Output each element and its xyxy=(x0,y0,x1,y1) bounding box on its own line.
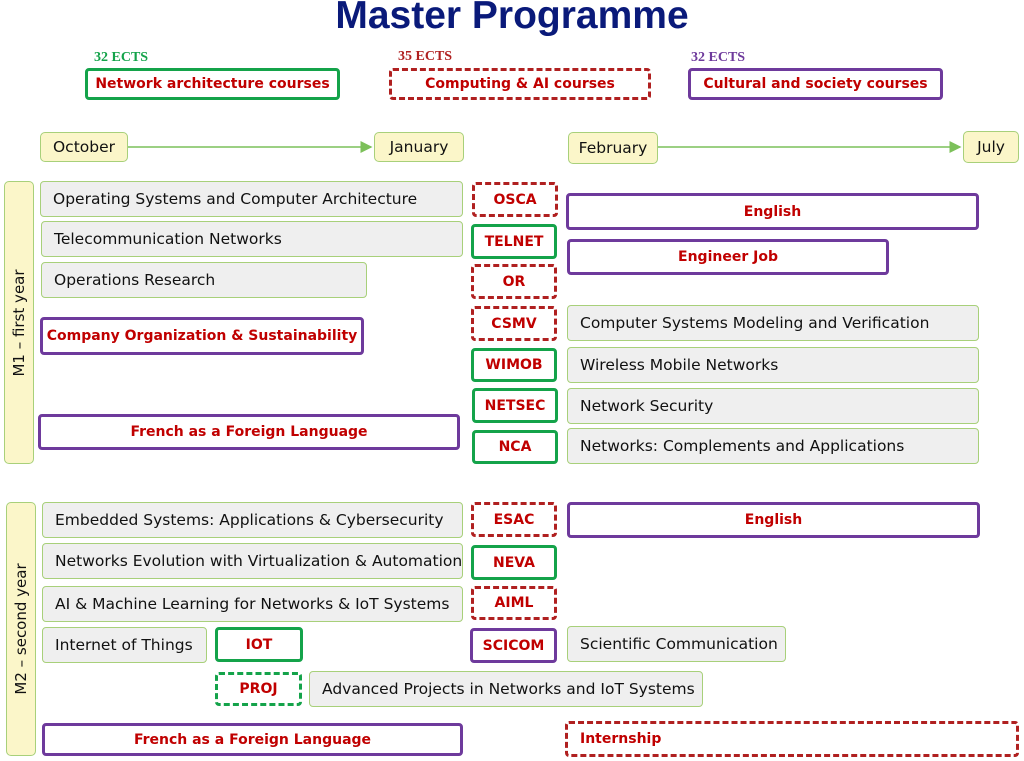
legend-computing-ai: Computing & AI courses xyxy=(389,68,651,100)
code-csmv: CSMV xyxy=(471,306,557,341)
code-osca: OSCA xyxy=(472,182,558,217)
page-title: Master Programme xyxy=(335,0,689,37)
legend-ects-cultural: 32 ECTS xyxy=(691,50,746,65)
course-osca: Operating Systems and Computer Architect… xyxy=(40,181,463,217)
legend-ects-network: 32 ECTS xyxy=(94,50,149,65)
year-label-m2: M2 – second year xyxy=(6,502,36,756)
legend-cultural-society: Cultural and society courses xyxy=(688,68,943,100)
timeline-january: January xyxy=(374,132,464,162)
course-english-m1: English xyxy=(566,193,979,230)
course-scicom: Scientific Communication xyxy=(567,626,786,662)
legend-ects-computing: 35 ECTS xyxy=(398,49,453,64)
code-wimob: WIMOB xyxy=(471,348,557,382)
course-esac: Embedded Systems: Applications & Cyberse… xyxy=(42,502,463,538)
code-or: OR xyxy=(471,264,557,299)
course-aiml: AI & Machine Learning for Networks & IoT… xyxy=(42,586,463,622)
code-neva: NEVA xyxy=(471,545,557,580)
legend-network-architecture: Network architecture courses xyxy=(85,68,340,100)
course-wimob: Wireless Mobile Networks xyxy=(567,347,979,383)
course-iot: Internet of Things xyxy=(42,627,207,663)
course-english-m2: English xyxy=(567,502,980,538)
course-nca: Networks: Complements and Applications xyxy=(567,428,979,464)
timeline-october: October xyxy=(40,132,128,162)
code-scicom: SCICOM xyxy=(470,628,557,663)
timeline-july: July xyxy=(963,131,1019,163)
course-company-organization: Company Organization & Sustainability xyxy=(40,317,364,355)
code-aiml: AIML xyxy=(471,586,557,620)
course-neva: Networks Evolution with Virtualization &… xyxy=(42,543,463,579)
code-nca: NCA xyxy=(472,430,558,464)
course-french-m2: French as a Foreign Language xyxy=(42,723,463,756)
course-netsec: Network Security xyxy=(567,388,979,424)
code-netsec: NETSEC xyxy=(472,388,558,423)
timeline-february: February xyxy=(568,132,658,164)
course-or: Operations Research xyxy=(41,262,367,298)
year-label-m1: M1 – first year xyxy=(4,181,34,464)
code-proj: PROJ xyxy=(215,672,302,706)
course-proj: Advanced Projects in Networks and IoT Sy… xyxy=(309,671,703,707)
code-iot: IOT xyxy=(215,627,303,662)
course-french-m1: French as a Foreign Language xyxy=(38,414,460,450)
course-csmv: Computer Systems Modeling and Verificati… xyxy=(567,305,979,341)
course-engineer-job: Engineer Job xyxy=(567,239,889,275)
code-esac: ESAC xyxy=(471,502,557,537)
code-telnet: TELNET xyxy=(471,224,557,259)
course-telnet: Telecommunication Networks xyxy=(41,221,463,257)
course-internship: Internship xyxy=(565,721,1019,757)
